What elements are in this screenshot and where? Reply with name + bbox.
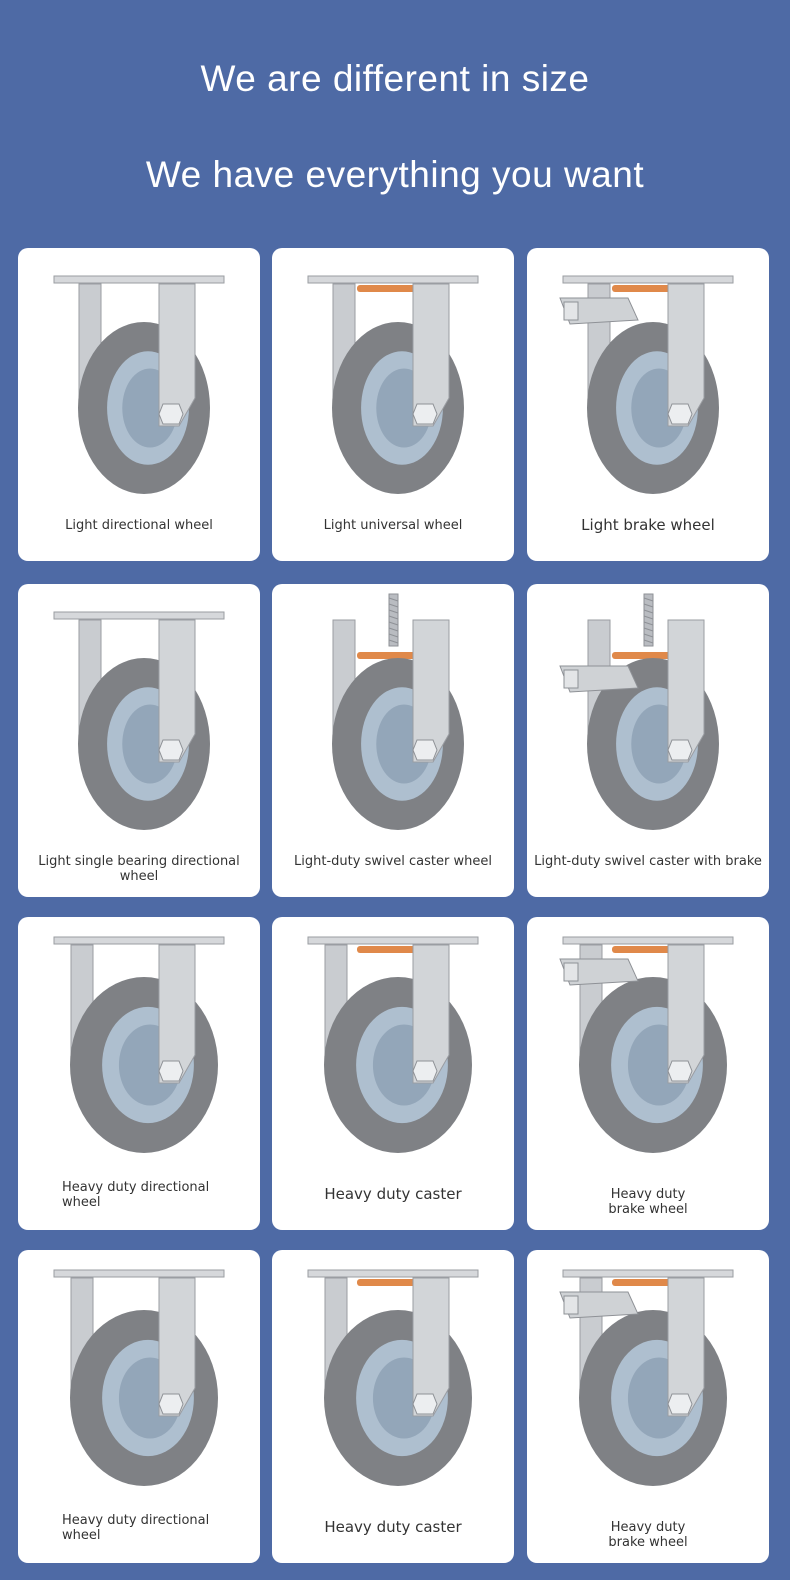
caster-illustration (307, 1269, 479, 1486)
product-label: Heavy duty brake wheel (608, 1520, 688, 1550)
caster-illustration (559, 936, 734, 1153)
caster-illustration (53, 611, 225, 830)
caster-image (559, 593, 719, 830)
product-card: Light brake wheel (527, 248, 769, 561)
caster-image (53, 275, 225, 494)
product-label: Heavy duty caster (324, 1518, 462, 1536)
caster-illustration (559, 1269, 734, 1486)
product-label: Light brake wheel (581, 516, 715, 534)
product-card: Heavy duty directional wheel (18, 1250, 260, 1563)
product-card: Heavy duty caster (272, 917, 514, 1230)
product-card: Light-duty swivel caster wheel (272, 584, 514, 897)
caster-illustration (53, 1269, 225, 1486)
product-card: Light-duty swivel caster with brake (527, 584, 769, 897)
product-card: Heavy duty directional wheel (18, 917, 260, 1230)
product-card: Heavy duty brake wheel (527, 1250, 769, 1563)
caster-illustration (307, 275, 479, 494)
product-label: Heavy duty brake wheel (608, 1187, 688, 1217)
product-label: Light universal wheel (323, 518, 463, 533)
product-label: Light-duty swivel caster with brake (534, 854, 762, 869)
page-title: We are different in size (200, 58, 590, 99)
product-card: Light single bearing directional wheel (18, 584, 260, 897)
caster-illustration (559, 593, 719, 830)
product-label: Light directional wheel (65, 518, 213, 533)
product-label: Light-duty swivel caster wheel (294, 854, 492, 869)
page-subtitle: We have everything you want (145, 154, 645, 195)
caster-image (307, 936, 479, 1153)
caster-image (559, 936, 734, 1153)
caster-image (53, 611, 225, 830)
caster-image (53, 1269, 225, 1486)
product-label: Heavy duty directional wheel (62, 1180, 210, 1210)
caster-image (307, 1269, 479, 1486)
product-card: Light universal wheel (272, 248, 514, 561)
product-card: Heavy duty brake wheel (527, 917, 769, 1230)
caster-illustration (307, 936, 479, 1153)
caster-illustration (559, 275, 734, 494)
caster-illustration (53, 275, 225, 494)
caster-illustration (332, 593, 464, 830)
caster-image (559, 1269, 734, 1486)
caster-image (332, 593, 464, 830)
caster-image (53, 936, 225, 1153)
product-card: Light directional wheel (18, 248, 260, 561)
caster-image (307, 275, 479, 494)
product-label: Heavy duty caster (324, 1185, 462, 1203)
product-label: Light single bearing directional wheel (38, 854, 240, 884)
caster-illustration (53, 936, 225, 1153)
product-label: Heavy duty directional wheel (62, 1513, 210, 1543)
product-card: Heavy duty caster (272, 1250, 514, 1563)
caster-image (559, 275, 734, 494)
